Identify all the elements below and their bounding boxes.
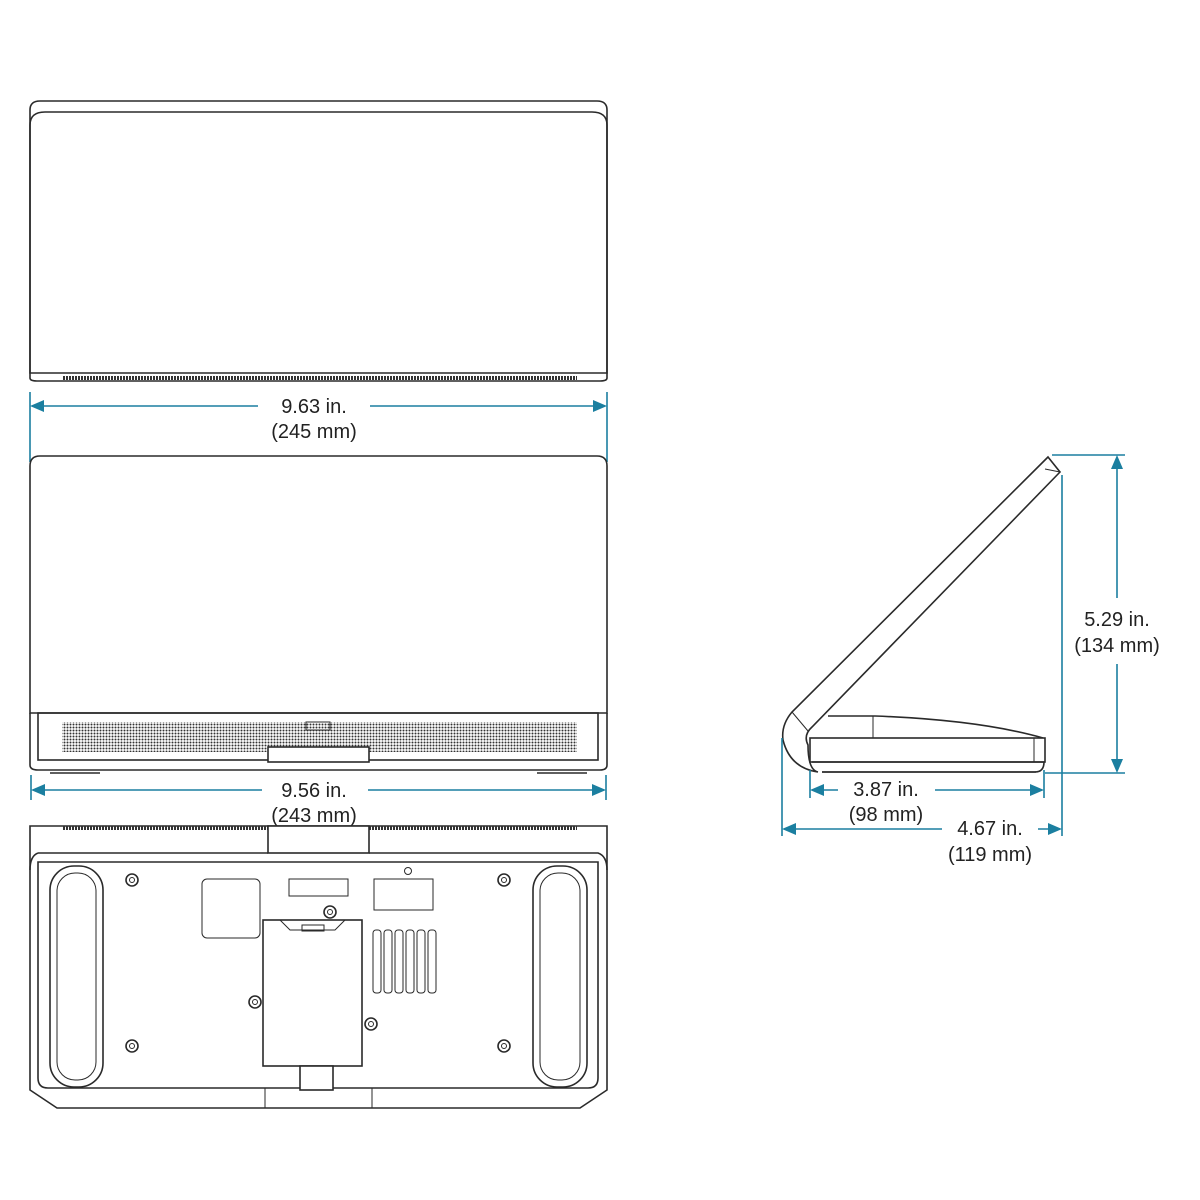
side-height-mm: (134 mm) <box>1074 635 1160 657</box>
base-depth-inches: 3.87 in. <box>853 779 919 801</box>
base-depth-mm: (98 mm) <box>849 804 923 826</box>
top-width-mm: (245 mm) <box>271 421 357 443</box>
top-width-inches: 9.63 in. <box>281 396 347 418</box>
side-height-inches: 5.29 in. <box>1084 609 1150 631</box>
dimension-front-width: 9.56 in. (243 mm) <box>30 775 607 827</box>
side-view <box>781 455 1062 773</box>
front-view <box>29 455 608 774</box>
screw-icons <box>125 867 511 1053</box>
dimension-side-height: 5.29 in. (134 mm) <box>1045 454 1160 774</box>
bottom-view <box>29 825 608 1109</box>
vent-slots <box>372 929 437 994</box>
top-view <box>29 100 608 382</box>
front-width-mm: (243 mm) <box>271 805 357 827</box>
dimension-top-width: 9.63 in. (245 mm) <box>29 392 608 462</box>
dimension-base-depth: 3.87 in. (98 mm) <box>809 770 1045 826</box>
dimension-overall-depth: 4.67 in. (119 mm) <box>781 475 1063 866</box>
front-width-inches: 9.56 in. <box>281 780 347 802</box>
overall-depth-mm: (119 mm) <box>948 844 1032 866</box>
overall-depth-inches: 4.67 in. <box>957 818 1023 840</box>
